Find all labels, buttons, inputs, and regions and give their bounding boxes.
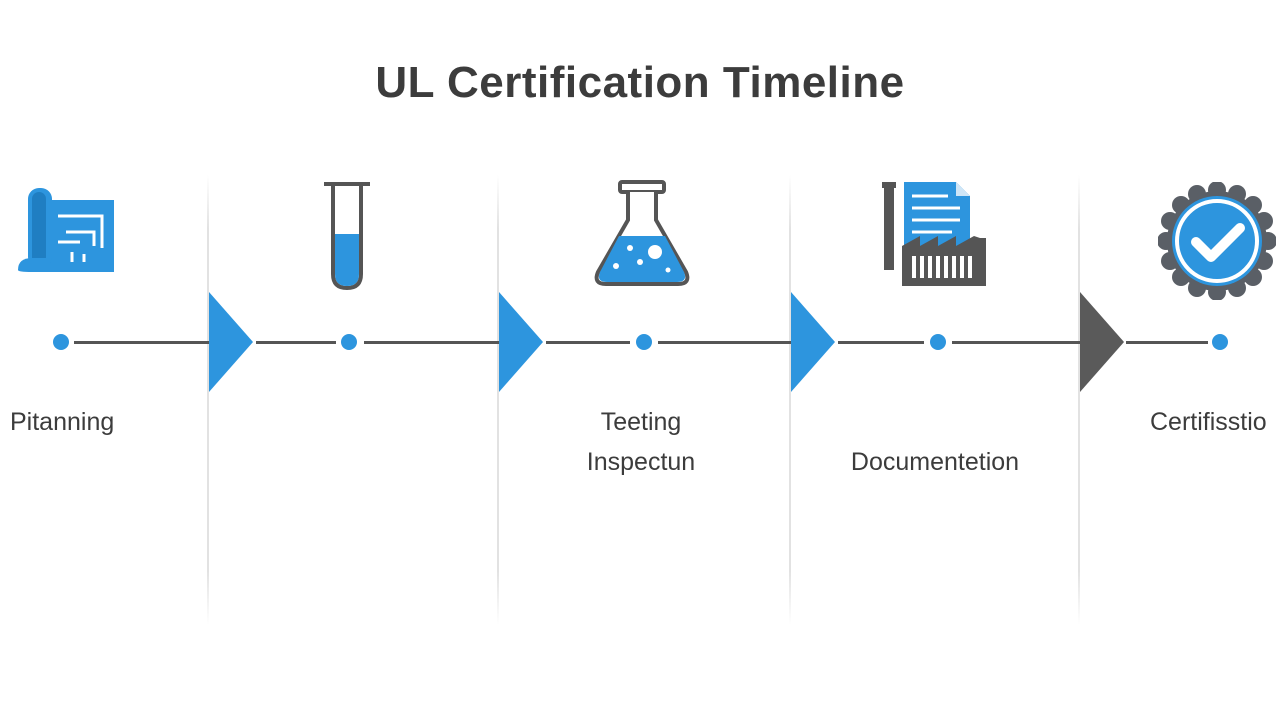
timeline-segment xyxy=(364,341,499,344)
test-tube-icon xyxy=(322,180,372,292)
milestone-dot xyxy=(930,334,946,350)
stage-arrow xyxy=(209,292,253,392)
stage-label-documentation: Documentetion xyxy=(850,448,1020,476)
milestone-dot xyxy=(636,334,652,350)
timeline-segment xyxy=(658,341,792,344)
flask-icon xyxy=(592,180,692,290)
timeline-segment xyxy=(952,341,1080,344)
blueprint-icon xyxy=(14,186,116,278)
timeline-segment xyxy=(546,341,630,344)
timeline-segment xyxy=(1126,341,1208,344)
stage-label-testing: Teeting xyxy=(600,408,682,436)
milestone-dot xyxy=(53,334,69,350)
stage-label-certification: Certifisstio xyxy=(1150,408,1267,436)
milestone-dot xyxy=(341,334,357,350)
timeline-segment xyxy=(74,341,209,344)
stage-label-inspection: Inspectun xyxy=(586,448,696,476)
page-title: UL Certification Timeline xyxy=(375,58,905,107)
checkmark-badge-icon xyxy=(1157,181,1277,301)
column-divider xyxy=(789,175,791,625)
stage-arrow xyxy=(1080,292,1124,392)
column-divider xyxy=(1078,175,1080,625)
stage-label-planning: Pitanning xyxy=(10,408,115,436)
milestone-dot xyxy=(1212,334,1228,350)
stage-arrow xyxy=(791,292,835,392)
timeline-segment xyxy=(838,341,924,344)
factory-document-icon xyxy=(880,180,992,288)
column-divider xyxy=(207,175,209,625)
timeline-segment xyxy=(256,341,336,344)
stage-arrow xyxy=(499,292,543,392)
column-divider xyxy=(497,175,499,625)
